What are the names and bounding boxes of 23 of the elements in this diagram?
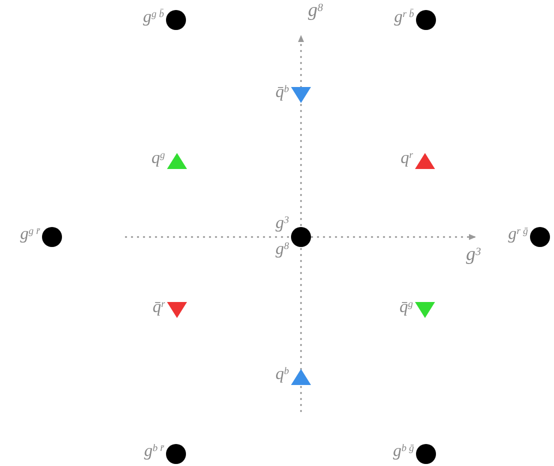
- point-label: g$^{8}$: [276, 239, 289, 259]
- axis-label: g$^{8}$: [308, 0, 323, 22]
- point-label: q$^{b}$: [276, 364, 289, 384]
- dot-marker: [165, 443, 187, 465]
- dot-marker: [290, 226, 312, 248]
- dot-marker: [415, 9, 437, 31]
- dot-marker: [415, 443, 437, 465]
- dot-marker: [41, 226, 63, 248]
- point-label: g$^{3}$: [276, 213, 289, 233]
- point-label: q̄$^{g}$: [400, 297, 413, 317]
- point-label: g$^{r ḡ}$: [508, 224, 528, 244]
- point-label: g$^{r b̄}$: [394, 7, 414, 27]
- point-label: q$^{g}$: [152, 148, 165, 168]
- dot-marker: [529, 226, 551, 248]
- point-label: g$^{g r̄}$: [20, 224, 40, 244]
- point-label: g$^{b ḡ}$: [393, 441, 414, 461]
- point-label: g$^{b r̄}$: [144, 441, 164, 461]
- point-label: g$^{g b̄}$: [143, 7, 164, 27]
- axis-label: g$^{3}$: [466, 244, 481, 266]
- dot-marker: [165, 9, 187, 31]
- point-label: q̄$^{b}$: [276, 82, 289, 102]
- point-label: q̄$^{r}$: [152, 297, 165, 317]
- point-label: q$^{r}$: [400, 148, 413, 168]
